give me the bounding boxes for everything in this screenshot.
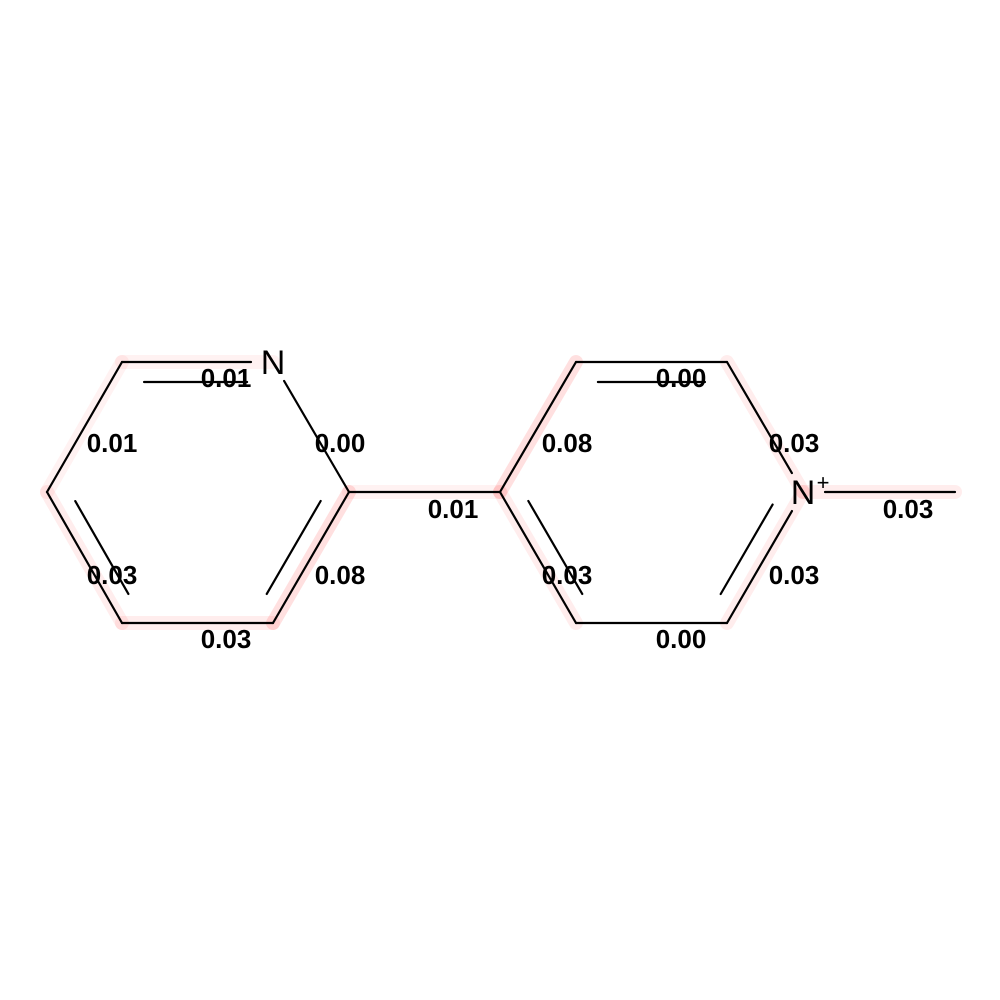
bond-layer [45,360,957,625]
bond-weight-label: 0.01 [428,494,479,524]
bond-weight-label: 0.00 [656,624,707,654]
bond-b10 [725,360,793,475]
bond-b2 [45,360,124,494]
atom-label-n: N [791,474,816,512]
atom-layer: NN+ [261,344,830,512]
bond-weight-label: 0.03 [201,624,252,654]
bond-weight-label: 0.03 [87,560,138,590]
bond-b8 [498,360,578,494]
bond-weight-label: 0.08 [542,428,593,458]
bond-inner-b5 [265,499,322,596]
bond-inner-b12 [719,503,774,596]
bond-b14 [498,490,578,625]
bond-weight-label: 0.01 [201,363,252,393]
bond-inner-b1 [74,499,130,596]
bond-weight-label: 0.00 [315,428,366,458]
bond-weight-layer: 0.03 0.01 0.01 0.00 0.08 0.03 0.01 0.08 0.00 0.03… [87,363,934,654]
bond-weight-label: 0.00 [656,363,707,393]
bond-weight-label: 0.08 [315,560,366,590]
bond-weight-label: 0.01 [87,428,138,458]
bond-weight-label: 0.03 [883,494,934,524]
bond-weight-label: 0.03 [769,560,820,590]
bond-b5 [271,490,351,625]
atom-label-n: N [261,344,286,382]
atom-charge: + [817,470,830,495]
bond-b1 [45,490,124,625]
bond-inner-b14 [527,499,584,596]
bond-b12 [725,509,794,625]
bond-weight-label: 0.03 [769,428,820,458]
bond-weight-label: 0.03 [542,560,593,590]
bond-b4 [283,379,351,494]
